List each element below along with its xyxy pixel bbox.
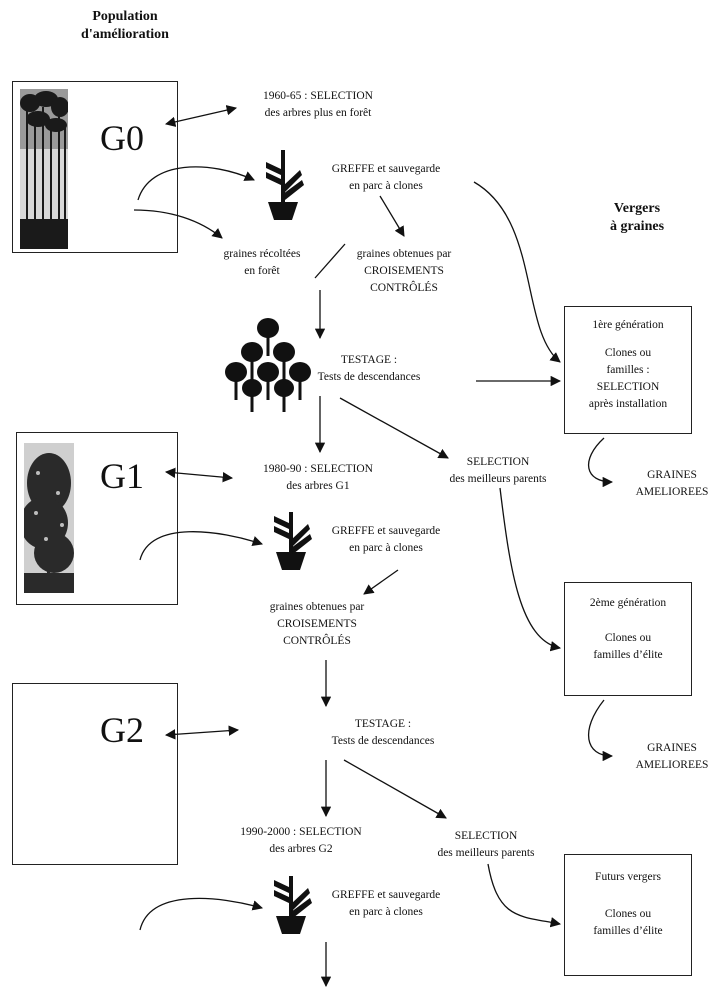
verger-line: SELECTION [596, 381, 660, 393]
arrow-to-selection-parents-1 [339, 397, 449, 459]
label-line: GRAINES [647, 742, 697, 754]
arrow-to-selection-parents-2 [343, 759, 447, 819]
label-graines-obtenues-1: graines obtenues par CROISEMENTS CONTRÔL… [344, 246, 464, 297]
verger-box-2eme-generation: 2ème génération Clones ou familles d’éli… [564, 582, 692, 696]
arrow-g0-selection [164, 105, 238, 127]
label-selection-g1: 1980-90 : SELECTION des arbres G1 [238, 461, 398, 495]
label-graines-recoltees: graines récoltées en forêt [212, 246, 312, 280]
label-line: AMELIOREES [635, 759, 709, 771]
label-line: 1980-90 : SELECTION [263, 463, 373, 475]
label-line: 1960-65 : SELECTION [263, 90, 373, 102]
label-line: GREFFE et sauvegarde [331, 889, 441, 901]
label-line: GREFFE et sauvegarde [331, 163, 441, 175]
verger-line: Futurs vergers [595, 871, 661, 883]
label-testage-2: TESTAGE : Tests de descendances [318, 716, 448, 750]
label-greffe-g2: GREFFE et sauvegarde en parc à clones [306, 887, 466, 921]
generation-label-g1: G1 [100, 456, 144, 496]
verger-line: familles : [606, 364, 650, 376]
verger-line: Clones ou [604, 908, 652, 920]
verger-line: familles d’élite [593, 925, 663, 937]
arrow-parents-to-futurs-vergers [487, 863, 562, 928]
label-line: SELECTION [466, 456, 530, 468]
label-selection-g0: 1960-65 : SELECTION des arbres plus en f… [238, 88, 398, 122]
label-line: TESTAGE : [354, 718, 412, 730]
arrow-g1-to-greffe [139, 531, 263, 561]
label-line: en parc à clones [349, 542, 423, 554]
label-line: des arbres G2 [269, 843, 333, 855]
verger-line: 1ère génération [592, 319, 664, 331]
label-selection-parents-1: SELECTION des meilleurs parents [428, 454, 568, 488]
generation-box-g2 [12, 683, 178, 865]
label-graines-obtenues-2: graines obtenues par CROISEMENTS CONTRÔL… [252, 599, 382, 650]
label-testage-1: TESTAGE : Tests de descendances [304, 352, 434, 386]
label-line: des arbres plus en forêt [264, 107, 372, 119]
verger-box-1ere-generation: 1ère génération Clones ou familles : SEL… [564, 306, 692, 434]
label-line: GRAINES [647, 469, 697, 481]
label-line: Tests de descendances [331, 735, 435, 747]
arrow-parents-to-verger-2 [499, 487, 562, 652]
tree-plantation-icon [225, 318, 311, 412]
arrow-g2-selection [164, 725, 240, 740]
arrow-g0-to-graines [133, 209, 223, 239]
arrow-greffe-to-croisements [379, 195, 405, 237]
label-line: des meilleurs parents [437, 847, 535, 859]
header-population: Population d'amélioration [40, 8, 210, 44]
arrow-g2-to-greffe [139, 897, 264, 931]
arrow-g0-to-greffe [137, 166, 255, 201]
label-line: CONTRÔLÉS [370, 282, 438, 294]
label-line: en parc à clones [349, 906, 423, 918]
pine-tree-photo [24, 443, 74, 593]
generation-label-g0: G0 [100, 118, 144, 158]
graft-plant-icon [266, 150, 304, 220]
pine-forest-photo [20, 89, 68, 249]
label-line: en forêt [244, 265, 280, 277]
header-vergers-line2: à graines [609, 219, 665, 234]
label-line: CONTRÔLÉS [283, 635, 351, 647]
label-line: GREFFE et sauvegarde [331, 525, 441, 537]
label-line: des arbres G1 [286, 480, 350, 492]
label-greffe-g1: GREFFE et sauvegarde en parc à clones [306, 523, 466, 557]
label-greffe-g0: GREFFE et sauvegarde en parc à clones [306, 161, 466, 195]
arrow-greffe-to-verger-1 [473, 181, 561, 363]
verger-box-futurs: Futurs vergers Clones ou familles d’élit… [564, 854, 692, 976]
header-vergers: Vergers à graines [582, 200, 692, 236]
verger-line: Clones ou [604, 347, 652, 359]
label-line: graines obtenues par [269, 601, 365, 613]
arrow-verger-2-to-graines [588, 699, 614, 762]
label-line: 1990-2000 : SELECTION [240, 826, 362, 838]
generation-label-g2: G2 [100, 710, 144, 750]
header-population-line1: Population [92, 9, 158, 24]
label-graines-ameliorees-2: GRAINES AMELIOREES [622, 740, 722, 774]
label-line: CROISEMENTS [364, 265, 444, 277]
graft-plant-icon [274, 876, 312, 934]
label-line: Tests de descendances [317, 371, 421, 383]
verger-line: familles d’élite [593, 649, 663, 661]
label-line: CROISEMENTS [277, 618, 357, 630]
arrow-g1-selection [164, 467, 234, 483]
label-line: SELECTION [454, 830, 518, 842]
label-line: TESTAGE : [340, 354, 398, 366]
verger-line: après installation [588, 398, 668, 410]
verger-line: 2ème génération [589, 597, 667, 609]
graft-plant-icon [274, 512, 312, 570]
label-line: graines obtenues par [356, 248, 452, 260]
label-line: graines récoltées [223, 248, 301, 260]
label-line: des meilleurs parents [449, 473, 547, 485]
header-vergers-line1: Vergers [613, 201, 661, 216]
label-line: en parc à clones [349, 180, 423, 192]
verger-line: Clones ou [604, 632, 652, 644]
label-line: AMELIOREES [635, 486, 709, 498]
divider-slash [314, 243, 346, 279]
label-selection-g2: 1990-2000 : SELECTION des arbres G2 [216, 824, 386, 858]
arrow-verger-1-to-graines [588, 437, 614, 488]
header-population-line2: d'amélioration [81, 27, 169, 42]
label-selection-parents-2: SELECTION des meilleurs parents [416, 828, 556, 862]
arrow-greffe-to-croisements-2 [363, 569, 399, 595]
label-graines-ameliorees-1: GRAINES AMELIOREES [622, 467, 722, 501]
